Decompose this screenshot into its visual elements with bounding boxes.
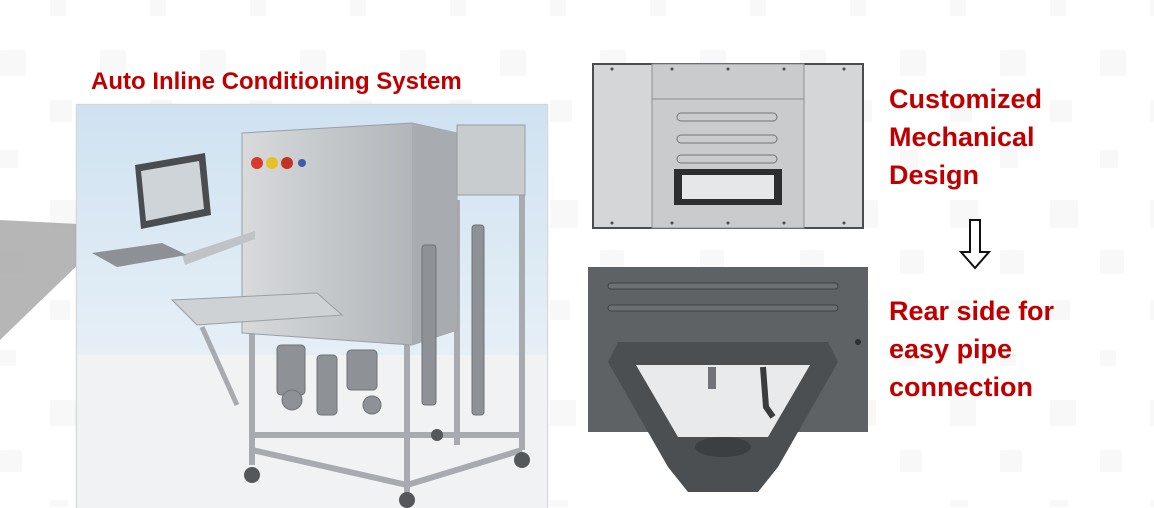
background-tile: [950, 100, 972, 122]
background-tile: [750, 0, 766, 16]
background-tile: [1150, 200, 1154, 228]
background-tile: [550, 400, 576, 426]
background-tile: [200, 50, 226, 76]
background-tile: [0, 450, 22, 472]
background-tile: [1050, 300, 1070, 320]
background-tile: [0, 150, 18, 168]
down-arrow-icon: [958, 219, 992, 270]
background-tile: [1000, 150, 1018, 168]
background-tile: [1050, 400, 1076, 426]
background-tile: [1150, 100, 1154, 122]
background-tile: [0, 50, 26, 76]
background-tile: [900, 150, 918, 168]
background-tile: [150, 0, 166, 16]
background-tile: [0, 350, 16, 366]
background-tile: [950, 0, 966, 16]
background-tile: [1000, 50, 1026, 76]
background-tile: [550, 300, 570, 320]
conditioning-system-illustration: [77, 105, 547, 508]
background-tile: [450, 0, 466, 16]
background-tile: [850, 0, 866, 16]
background-tile: [1000, 250, 1024, 274]
background-tile: [900, 450, 922, 472]
background-tile: [400, 50, 426, 76]
background-tile: [1150, 500, 1154, 507]
background-tile: [1150, 0, 1154, 16]
background-tile: [1050, 0, 1066, 16]
background-tile: [50, 500, 68, 507]
background-tile: [900, 50, 926, 76]
background-tile: [1050, 100, 1072, 122]
background-tile: [1000, 450, 1022, 472]
page-title: Auto Inline Conditioning System: [91, 68, 462, 95]
background-tile: [1000, 350, 1016, 366]
background-tile: [1150, 400, 1154, 426]
rear-panel-image: [592, 63, 864, 229]
background-tile: [50, 400, 76, 426]
background-tile: [500, 50, 526, 76]
text-line: Customized: [889, 84, 1043, 114]
background-tile: [1150, 300, 1154, 320]
customized-design-text: Customized Mechanical Design: [889, 80, 1109, 194]
background-tile: [250, 0, 266, 16]
background-tile: [900, 250, 924, 274]
background-tile: [650, 0, 666, 16]
background-tile: [900, 350, 916, 366]
background-tile: [950, 500, 968, 507]
background-tile: [550, 0, 566, 16]
background-tile: [350, 0, 366, 16]
background-tile: [1050, 200, 1078, 228]
background-tile: [550, 500, 568, 507]
background-tile: [1100, 50, 1126, 76]
background-tile: [1100, 250, 1124, 274]
background-tile: [50, 0, 66, 16]
background-tile: [550, 100, 572, 122]
machine-image: [76, 104, 548, 508]
background-tile: [1100, 150, 1118, 168]
rear-side-text: Rear side for easy pipe connection: [889, 292, 1109, 406]
background-tile: [50, 100, 72, 122]
text-line: Design: [889, 160, 980, 190]
background-tile: [950, 400, 976, 426]
background-tile: [1100, 350, 1116, 366]
pipe-connection-image: [588, 267, 868, 507]
background-tile: [950, 300, 970, 320]
text-line: Rear side for: [889, 296, 1055, 326]
background-tile: [50, 300, 70, 320]
background-tile: [550, 200, 578, 228]
text-line: easy pipe: [889, 334, 1013, 364]
text-line: Mechanical: [889, 122, 1035, 152]
text-line: connection: [889, 372, 1034, 402]
background-tile: [1100, 450, 1122, 472]
background-tile: [1050, 500, 1068, 507]
background-tile: [100, 50, 126, 76]
background-tile: [300, 50, 326, 76]
